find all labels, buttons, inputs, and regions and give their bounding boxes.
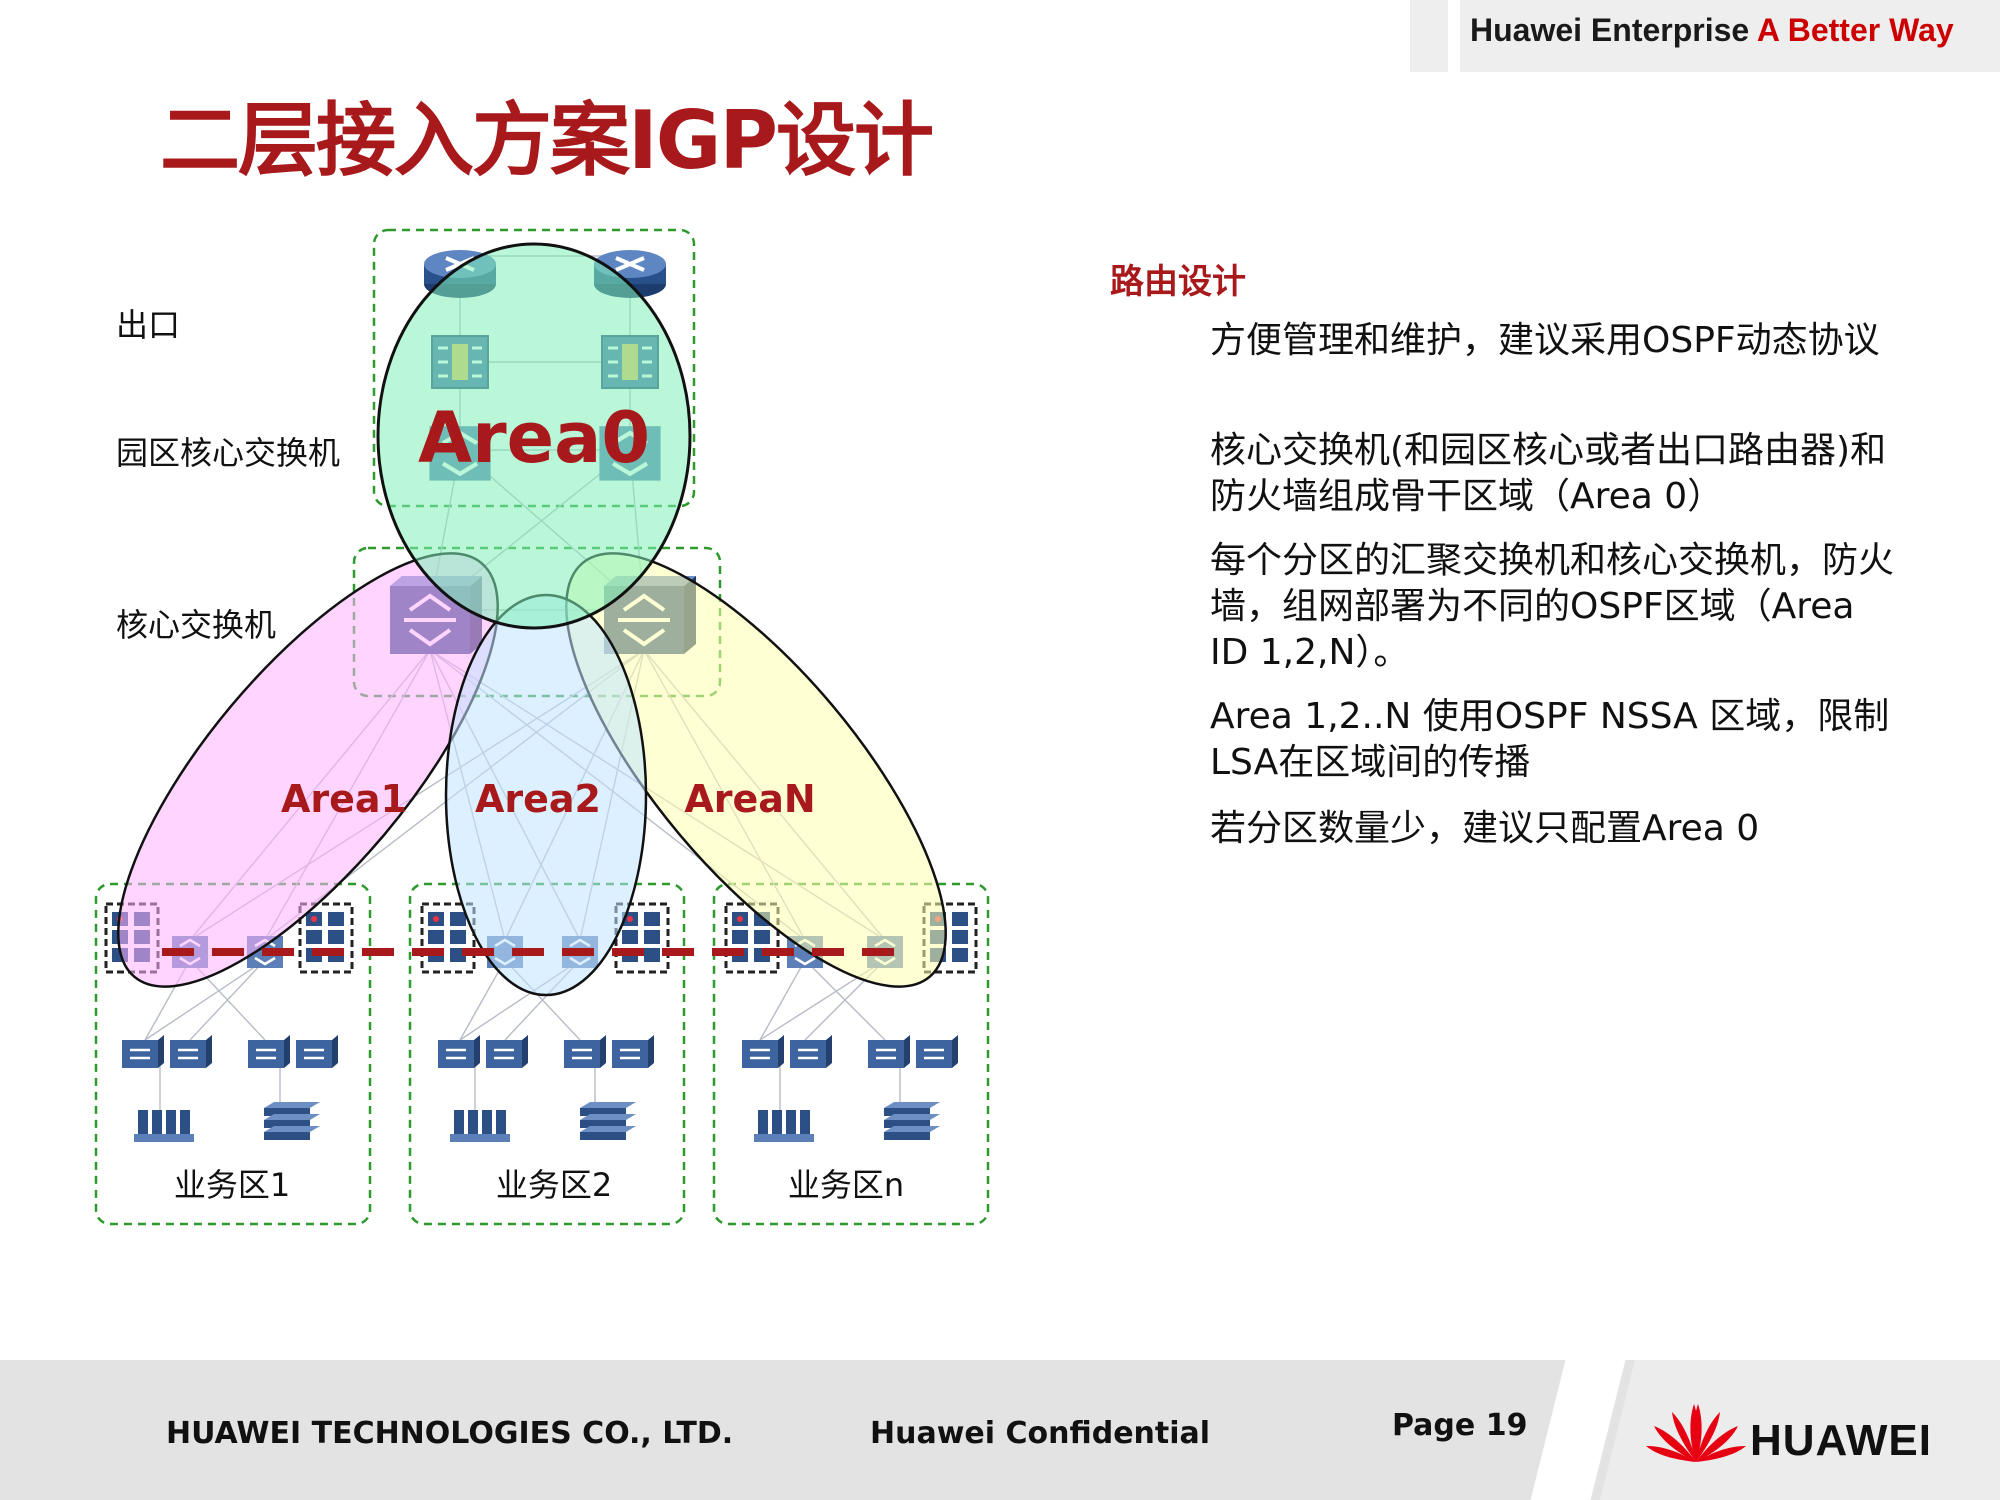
bullet-item: 若分区数量少，建议只配置Area 0 (1210, 808, 1760, 849)
zone-label-n: 业务区n (788, 1166, 904, 1204)
network-diagram: Area0 Area1 Area2 AreaN 业务区1 业务区2 业务区n (94, 228, 990, 1226)
zone1-access-switch (120, 1033, 166, 1070)
footer-company: HUAWEI TECHNOLOGIES CO., LTD. (166, 1416, 734, 1451)
zone1-storage (264, 1102, 320, 1140)
bullet-item: Area 1,2..N 使用OSPF NSSA 区域，限制LSA在区域间的传播 (1210, 696, 1890, 783)
tagline-prefix: Huawei Enterprise (1470, 12, 1750, 48)
area2-label: Area2 (475, 777, 601, 821)
footer-confidential: Huawei Confidential (870, 1416, 1211, 1451)
huawei-logo-icon (1646, 1404, 1746, 1462)
tagline-divider (1448, 0, 1460, 72)
zone1-rack-right (298, 902, 354, 974)
area1-label: Area1 (281, 777, 407, 821)
layer-label-campus-core: 园区核心交换机 (116, 434, 341, 472)
page-title: 二层接入方案IGP设计 (160, 94, 934, 187)
zone-label-1: 业务区1 (174, 1166, 290, 1204)
bullet-item: 每个分区的汇聚交换机和核心交换机，防火墙，组网部署为不同的OSPF区域（Area… (1210, 540, 1895, 673)
tagline-suffix: A Better Way (1756, 12, 1954, 48)
zone2-access-switch (562, 1033, 608, 1070)
zone1-access-switch (246, 1033, 292, 1070)
zonen-storage (884, 1102, 940, 1140)
zone2-servers (450, 1110, 510, 1142)
layer-label-core: 核心交换机 (116, 606, 277, 644)
zone-box-n (712, 882, 990, 1226)
zone2-access-switch (484, 1033, 530, 1070)
footer-bar (0, 1360, 2000, 1500)
zonen-access-switch (740, 1033, 786, 1070)
area0-label: Area0 (418, 397, 650, 479)
bullet-item: 方便管理和维护，建议采用OSPF动态协议 (1210, 320, 1880, 361)
layer-label-egress: 出口 (116, 306, 181, 344)
zonen-access-switch (914, 1033, 960, 1070)
zone1-servers (134, 1110, 194, 1142)
zonen-access-switch (866, 1033, 912, 1070)
bullet-item: 核心交换机(和园区核心或者出口路由器)和防火墙组成骨干区域（Area 0） (1210, 430, 1887, 517)
zone2-storage (580, 1102, 636, 1140)
section-heading: 路由设计 (1110, 262, 1246, 302)
zone-box-2 (408, 882, 686, 1226)
brand-tagline: Huawei Enterprise A Better Way (1470, 12, 1990, 52)
huawei-logo-text: HUAWEI (1750, 1416, 1932, 1465)
areaN-label: AreaN (684, 777, 815, 821)
zone1-access-switch (294, 1033, 340, 1070)
tagline-background (1410, 0, 2000, 72)
zonen-access-switch (788, 1033, 834, 1070)
zonen-servers (754, 1110, 814, 1142)
zone2-access-switch (436, 1033, 482, 1070)
footer-page-number: Page 19 (1392, 1408, 1528, 1443)
zone-label-2: 业务区2 (496, 1166, 612, 1204)
zone2-access-switch (610, 1033, 656, 1070)
zone-box-1 (94, 882, 372, 1226)
area0-ellipse (376, 242, 692, 630)
